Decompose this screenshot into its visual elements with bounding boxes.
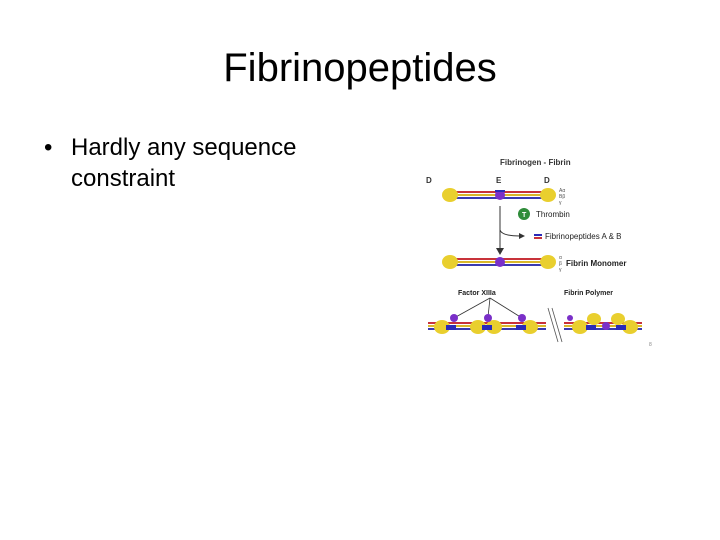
fibrinopeptide-marker-1	[534, 234, 542, 236]
label-d-right: D	[544, 176, 550, 185]
chain-label-gamma: γ	[559, 267, 562, 273]
e-domain	[495, 190, 505, 200]
fibrinogen-molecule	[442, 188, 556, 202]
e-domain	[495, 257, 505, 267]
e-domain	[602, 322, 610, 330]
d-domain-left	[442, 255, 458, 269]
d-domain	[587, 313, 601, 325]
polymer-strand-blue	[564, 328, 642, 330]
thrombin-symbol: T	[522, 212, 527, 219]
chain-label-g: γ	[559, 200, 562, 206]
slide-title: Fibrinopeptides	[223, 46, 497, 90]
crosslink	[446, 325, 456, 330]
bullet-text: Hardly any sequence constraint	[71, 132, 361, 194]
fibrin-polymer-right	[564, 313, 642, 334]
crosslink	[482, 325, 492, 330]
chain-label-b: Bβ	[559, 194, 565, 200]
e-domain	[450, 314, 458, 322]
fibrin-monomer	[442, 255, 556, 269]
thrombin-label: Thrombin	[536, 210, 570, 219]
bullet-line-2: constraint	[71, 165, 176, 192]
e-domain	[518, 314, 526, 322]
polymer-label: Fibrin Polymer	[564, 290, 613, 297]
fibrinopeptides-label: Fibrinopeptides A & B	[545, 232, 622, 241]
fibrinopeptide-stub	[495, 190, 505, 192]
crosslink	[516, 325, 526, 330]
factor-label: Factor XIIIa	[458, 290, 496, 297]
fibrinopeptide-marker-2	[534, 237, 542, 239]
fibrin-polymer-left	[428, 314, 546, 334]
d-domain	[572, 320, 588, 334]
chain-label-beta: β	[559, 261, 562, 267]
reaction-arrow-head	[496, 248, 504, 255]
factor-arrow-right	[489, 297, 523, 319]
label-d-left: D	[426, 176, 432, 185]
d-domain	[434, 320, 450, 334]
corner-mark: 8	[649, 342, 652, 348]
factor-arrow-mid	[487, 297, 491, 318]
label-e: E	[496, 176, 502, 185]
d-domain	[486, 320, 502, 334]
d-domain	[522, 320, 538, 334]
crosslink	[616, 325, 626, 330]
bullet-point: •	[44, 134, 53, 161]
release-arrow	[499, 229, 521, 237]
chain-label-alpha: α	[559, 255, 562, 261]
monomer-label: Fibrin Monomer	[566, 259, 626, 268]
e-domain	[484, 314, 492, 322]
bullet-line-1: Hardly any sequence	[71, 134, 297, 161]
polymer-strand-red	[428, 322, 546, 324]
d-domain-right	[540, 188, 556, 202]
polymer-strand-red	[564, 322, 642, 324]
d-domain-left	[442, 188, 458, 202]
fibrinogen-diagram: Fibrinogen - Fibrin D E D Aα Bβ γ T Thro…	[426, 158, 652, 348]
factor-arrow-left	[453, 297, 491, 319]
d-domain-right	[540, 255, 556, 269]
d-domain	[611, 313, 625, 325]
diagram-heading: Fibrinogen - Fibrin	[500, 158, 571, 167]
release-arrow-head	[519, 233, 525, 239]
break-mark-2	[551, 307, 563, 343]
thrombin-icon	[518, 208, 530, 220]
crosslink	[586, 325, 596, 330]
break-mark-1	[547, 307, 559, 343]
d-domain	[622, 320, 638, 334]
e-domain	[567, 315, 573, 321]
d-domain	[470, 320, 486, 334]
chain-label-a: Aα	[559, 188, 565, 194]
